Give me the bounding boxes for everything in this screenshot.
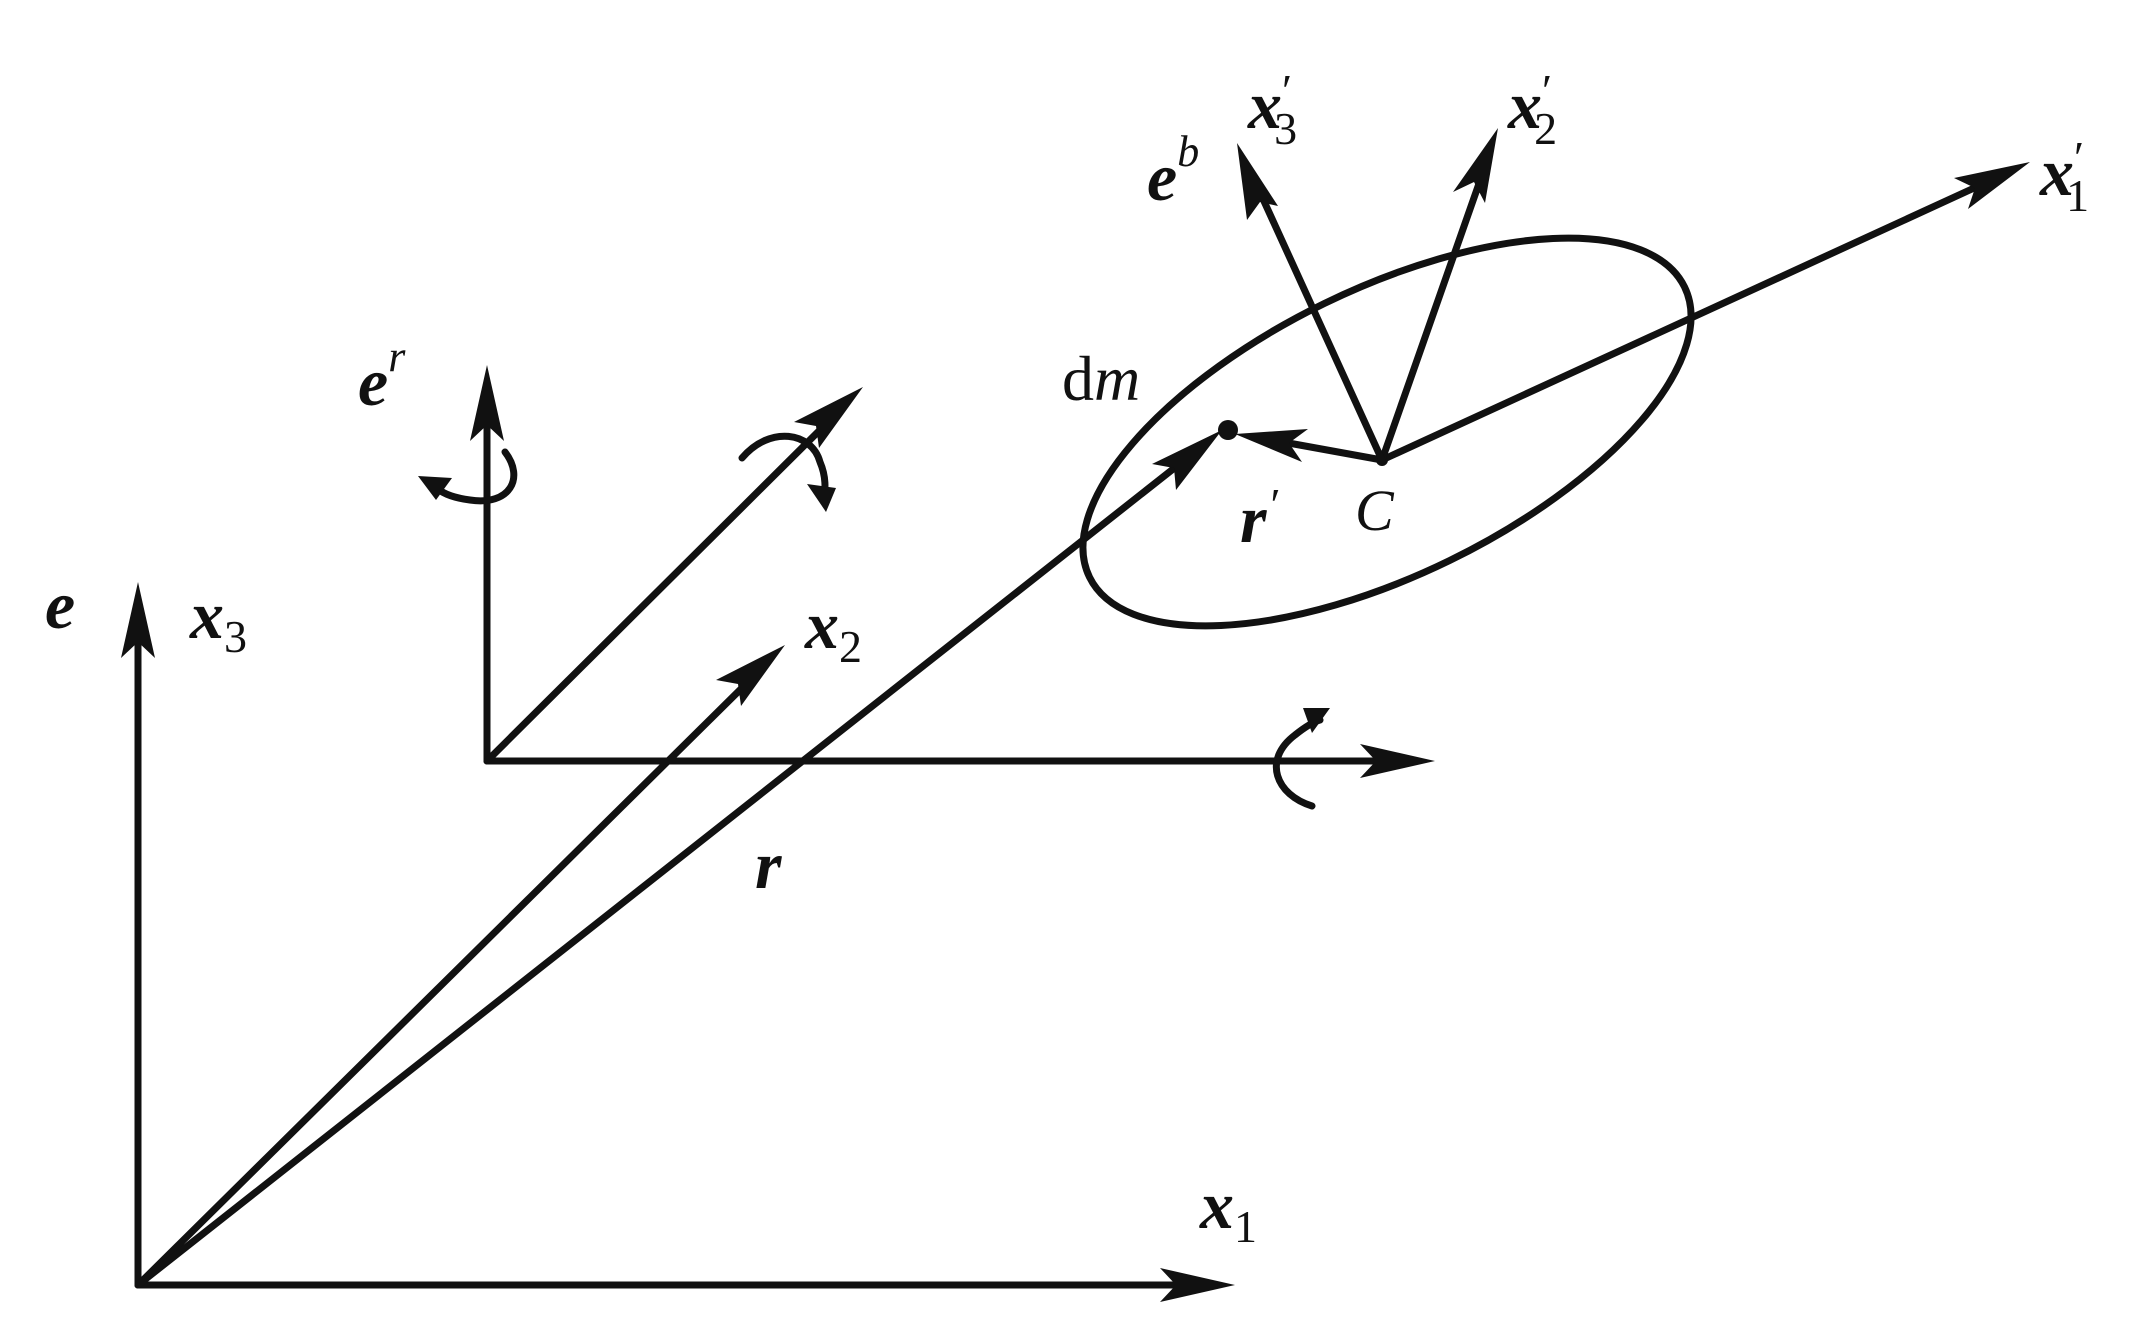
arrowhead-r-prime (1235, 429, 1308, 462)
label-e-r: er (358, 332, 406, 420)
vector-r (134, 458, 1186, 1289)
position-vector-r (134, 430, 1222, 1289)
label-e-b: eb (1147, 127, 1199, 215)
arrowhead-x3 (121, 582, 155, 658)
axis-x1-prime (1378, 179, 1989, 464)
rotation-arrowhead-vertical (418, 476, 452, 500)
axis-x3-prime (1254, 184, 1386, 464)
rigid-body (1079, 128, 2030, 630)
label-e: e (45, 567, 75, 643)
rotation-arrowhead-horizontal (1303, 708, 1330, 733)
inertial-frame (121, 582, 1235, 1302)
label-r: r (755, 827, 782, 903)
label-dm: dm (1062, 343, 1140, 414)
arrowhead-x2 (716, 645, 785, 706)
vector-r-prime (1268, 436, 1386, 464)
label-x2-prime: x′2 (1507, 65, 1557, 154)
axis-x2-prime (1378, 171, 1486, 464)
rotation-arrow-vertical (434, 448, 518, 505)
arrowhead-r (1152, 430, 1222, 490)
arrowhead-x3-prime (1237, 143, 1278, 220)
axis-er-diagonal (483, 416, 834, 765)
arrowhead-er-diagonal (794, 387, 863, 448)
mass-element-point (1218, 420, 1238, 440)
arrowhead-er-vertical (470, 365, 504, 441)
label-x3-prime: x′3 (1247, 65, 1297, 154)
rotation-arrowhead-diagonal (807, 484, 836, 512)
label-x1-prime: x′1 (2039, 132, 2089, 221)
label-x2: x2 (804, 587, 862, 672)
arrowhead-er-horizontal (1360, 744, 1435, 778)
axis-x2 (134, 676, 754, 1289)
body-ellipse (1079, 234, 1695, 630)
arrowhead-x2-prime (1453, 128, 1498, 203)
arrowhead-x1-prime (1954, 162, 2030, 209)
label-r-prime: r′ (1240, 479, 1281, 557)
label-C: C (1355, 478, 1395, 543)
label-x1: x1 (1199, 1167, 1257, 1252)
reference-frame-er (418, 365, 1435, 810)
label-x3: x3 (189, 577, 247, 662)
arrowhead-x1 (1160, 1268, 1235, 1302)
labels: e x3 x2 x1 er eb x′3 x′2 x′1 r r′ C (45, 65, 2089, 1252)
